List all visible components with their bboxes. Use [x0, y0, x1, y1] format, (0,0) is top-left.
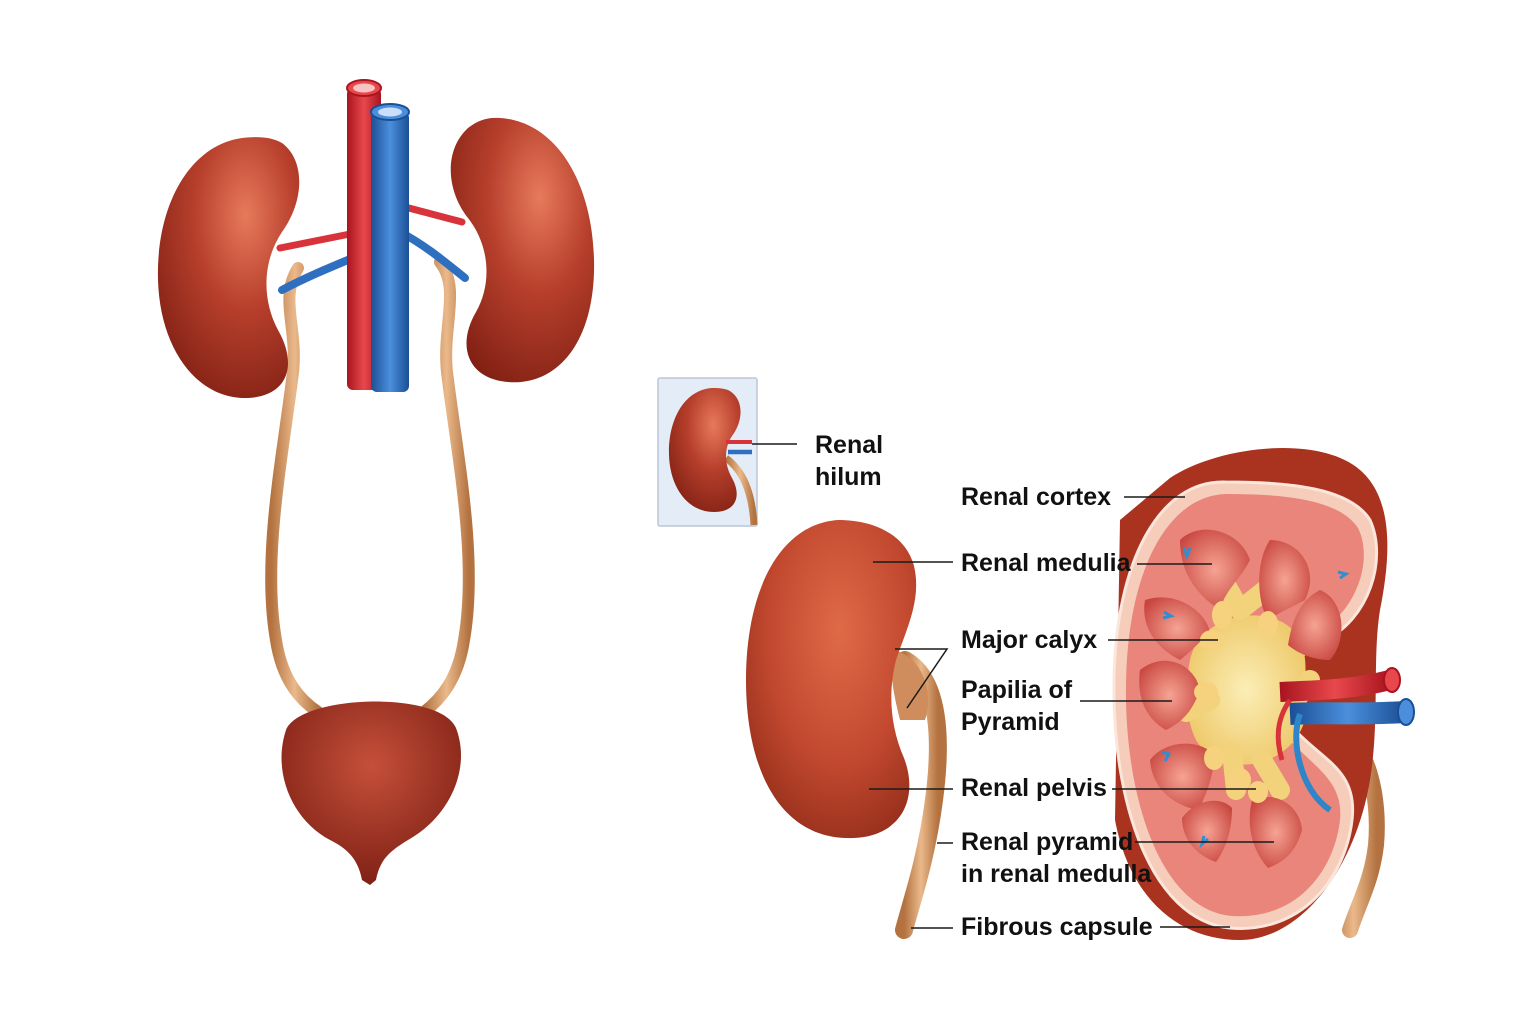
renal-pyramid	[1288, 590, 1342, 660]
renal-pyramid	[1180, 529, 1250, 610]
label-papilla-line2: Pyramid	[961, 708, 1060, 736]
section-renal-vein	[1289, 701, 1406, 725]
renal-pyramid	[1259, 540, 1311, 620]
section-artery-opening	[1383, 667, 1401, 693]
right-kidney	[450, 117, 595, 383]
arrow-icon	[1161, 547, 1350, 849]
external-ureter	[895, 651, 947, 939]
external-kidney-body	[746, 520, 917, 839]
label-papilla-line1: Papilia of	[961, 676, 1073, 704]
label-renal-pyramid: Renal pyramid in renal medulla	[961, 826, 1151, 890]
renal-hilum-inset	[657, 377, 758, 527]
label-renal-pelvis: Renal pelvis	[961, 774, 1107, 802]
renal-pyramid	[1139, 660, 1200, 730]
inset-kidney	[668, 388, 741, 512]
section-renal-artery	[1279, 670, 1393, 702]
left-kidney	[157, 137, 300, 399]
left-renal-artery	[276, 228, 364, 252]
urinary-bladder	[281, 701, 462, 885]
label-renal-cortex: Renal cortex	[961, 483, 1112, 511]
urinary-system-overview	[157, 79, 595, 885]
label-renal-medulla: Renal medulia	[961, 549, 1131, 577]
renal-pelvis	[1186, 615, 1306, 765]
papilla-of-pyramid	[1194, 601, 1278, 803]
label-papilla-of-pyramid: Papilia of Pyramid	[961, 674, 1072, 738]
external-renal-pelvis	[891, 650, 929, 720]
external-kidney	[746, 520, 947, 939]
label-renal-pyramid-line1: Renal pyramid	[961, 828, 1134, 856]
leader-major-calyx-left	[895, 648, 949, 709]
label-renal-hilum: Renal hilum	[815, 429, 883, 493]
label-major-calyx: Major calyx	[961, 626, 1098, 654]
leader-lines	[752, 443, 1274, 929]
label-fibrous-capsule: Fibrous capsule	[961, 913, 1153, 941]
renal-pyramid	[1249, 796, 1302, 868]
section-vein-opening	[1397, 698, 1415, 726]
left-ureter	[265, 262, 324, 718]
right-ureter	[418, 256, 475, 718]
inset-ureter	[723, 455, 758, 526]
vena-cava	[371, 112, 409, 392]
label-renal-hilum-line1: Renal	[815, 431, 884, 459]
label-renal-hilum-line2: hilum	[815, 463, 882, 491]
right-renal-vein	[396, 228, 469, 282]
renal-pyramid	[1182, 800, 1232, 862]
renal-pyramid	[1144, 597, 1210, 660]
label-renal-pyramid-line2: in renal medulla	[961, 860, 1152, 888]
kidney-cross-section	[1112, 448, 1415, 940]
